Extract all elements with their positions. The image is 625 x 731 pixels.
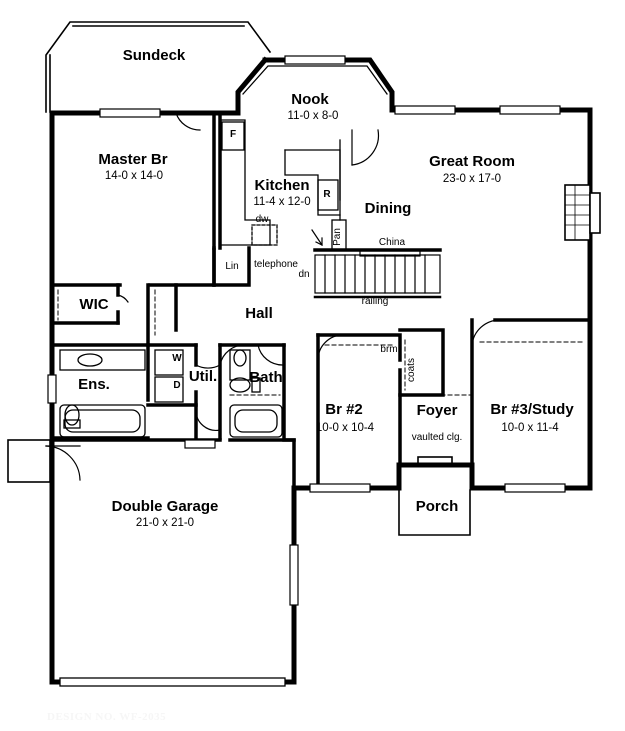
room-name-sundeck: Sundeck [122, 47, 186, 64]
room-dims-master: 14-0 x 14-0 [104, 170, 164, 182]
room-name-br3: Br #3/Study [490, 401, 574, 418]
porch-outline [398, 456, 471, 536]
china-label: China [378, 237, 406, 248]
sundeck-outline [45, 21, 272, 113]
vaulted-ceiling-label: vaulted clg. [411, 432, 463, 443]
room-name-bath: Bath [249, 369, 283, 386]
china-cabinet [359, 249, 421, 257]
stairs-down-label: dn [298, 269, 310, 280]
room-name-porch: Porch [415, 498, 459, 515]
nook-bay-inner [242, 65, 388, 95]
coats-closet-label: coats [406, 358, 417, 382]
railing-label: railing [361, 296, 389, 307]
room-name-ensuite: Ens. [78, 376, 110, 393]
room-name-br2: Br #2 [325, 401, 363, 418]
broom-closet-label: brm [380, 344, 398, 355]
room-name-dining: Dining [364, 200, 412, 217]
bath-fixtures [59, 349, 283, 438]
room-name-great-room: Great Room [429, 153, 515, 170]
washer-label: W [172, 353, 182, 364]
room-name-garage: Double Garage [111, 498, 219, 515]
dryer-label: D [173, 380, 181, 391]
design-number-watermark: DESIGN NO. WF-2035 [47, 711, 167, 723]
kitchen-counters [219, 119, 347, 251]
room-name-nook: Nook [291, 91, 329, 108]
staircase [313, 254, 442, 299]
room-dims-kitchen: 11-4 x 12-0 [253, 196, 311, 208]
windows [47, 55, 566, 606]
range-label: R [323, 189, 331, 200]
room-dims-br3: 10-0 x 11-4 [501, 422, 559, 434]
pantry-label: Pan [332, 228, 343, 246]
telephone-arrow [311, 229, 323, 246]
fireplace [564, 184, 601, 241]
room-name-kitchen: Kitchen [254, 177, 310, 194]
room-name-foyer: Foyer [416, 402, 458, 419]
room-name-utility: Util. [188, 368, 218, 385]
laundry-appliances [154, 349, 184, 403]
door-swings [45, 112, 501, 481]
room-dims-br2: 10-0 x 10-4 [315, 422, 375, 434]
garage-door [59, 677, 286, 687]
fridge-label: F [229, 129, 237, 140]
room-dims-great-room: 23-0 x 17-0 [442, 173, 502, 185]
interior-walls [50, 111, 592, 490]
telephone-label: telephone [254, 259, 298, 270]
linen-label: Lin [225, 261, 239, 272]
room-dims-garage: 21-0 x 21-0 [135, 517, 195, 529]
closet-shelves [57, 289, 586, 396]
room-name-hall: Hall [245, 305, 273, 322]
room-name-master: Master Br [98, 151, 168, 168]
room-dims-nook: 11-0 x 8-0 [287, 110, 339, 122]
room-name-wic: WIC [79, 296, 109, 313]
side-landing [7, 439, 51, 483]
dishwasher-label: dw [255, 214, 269, 225]
